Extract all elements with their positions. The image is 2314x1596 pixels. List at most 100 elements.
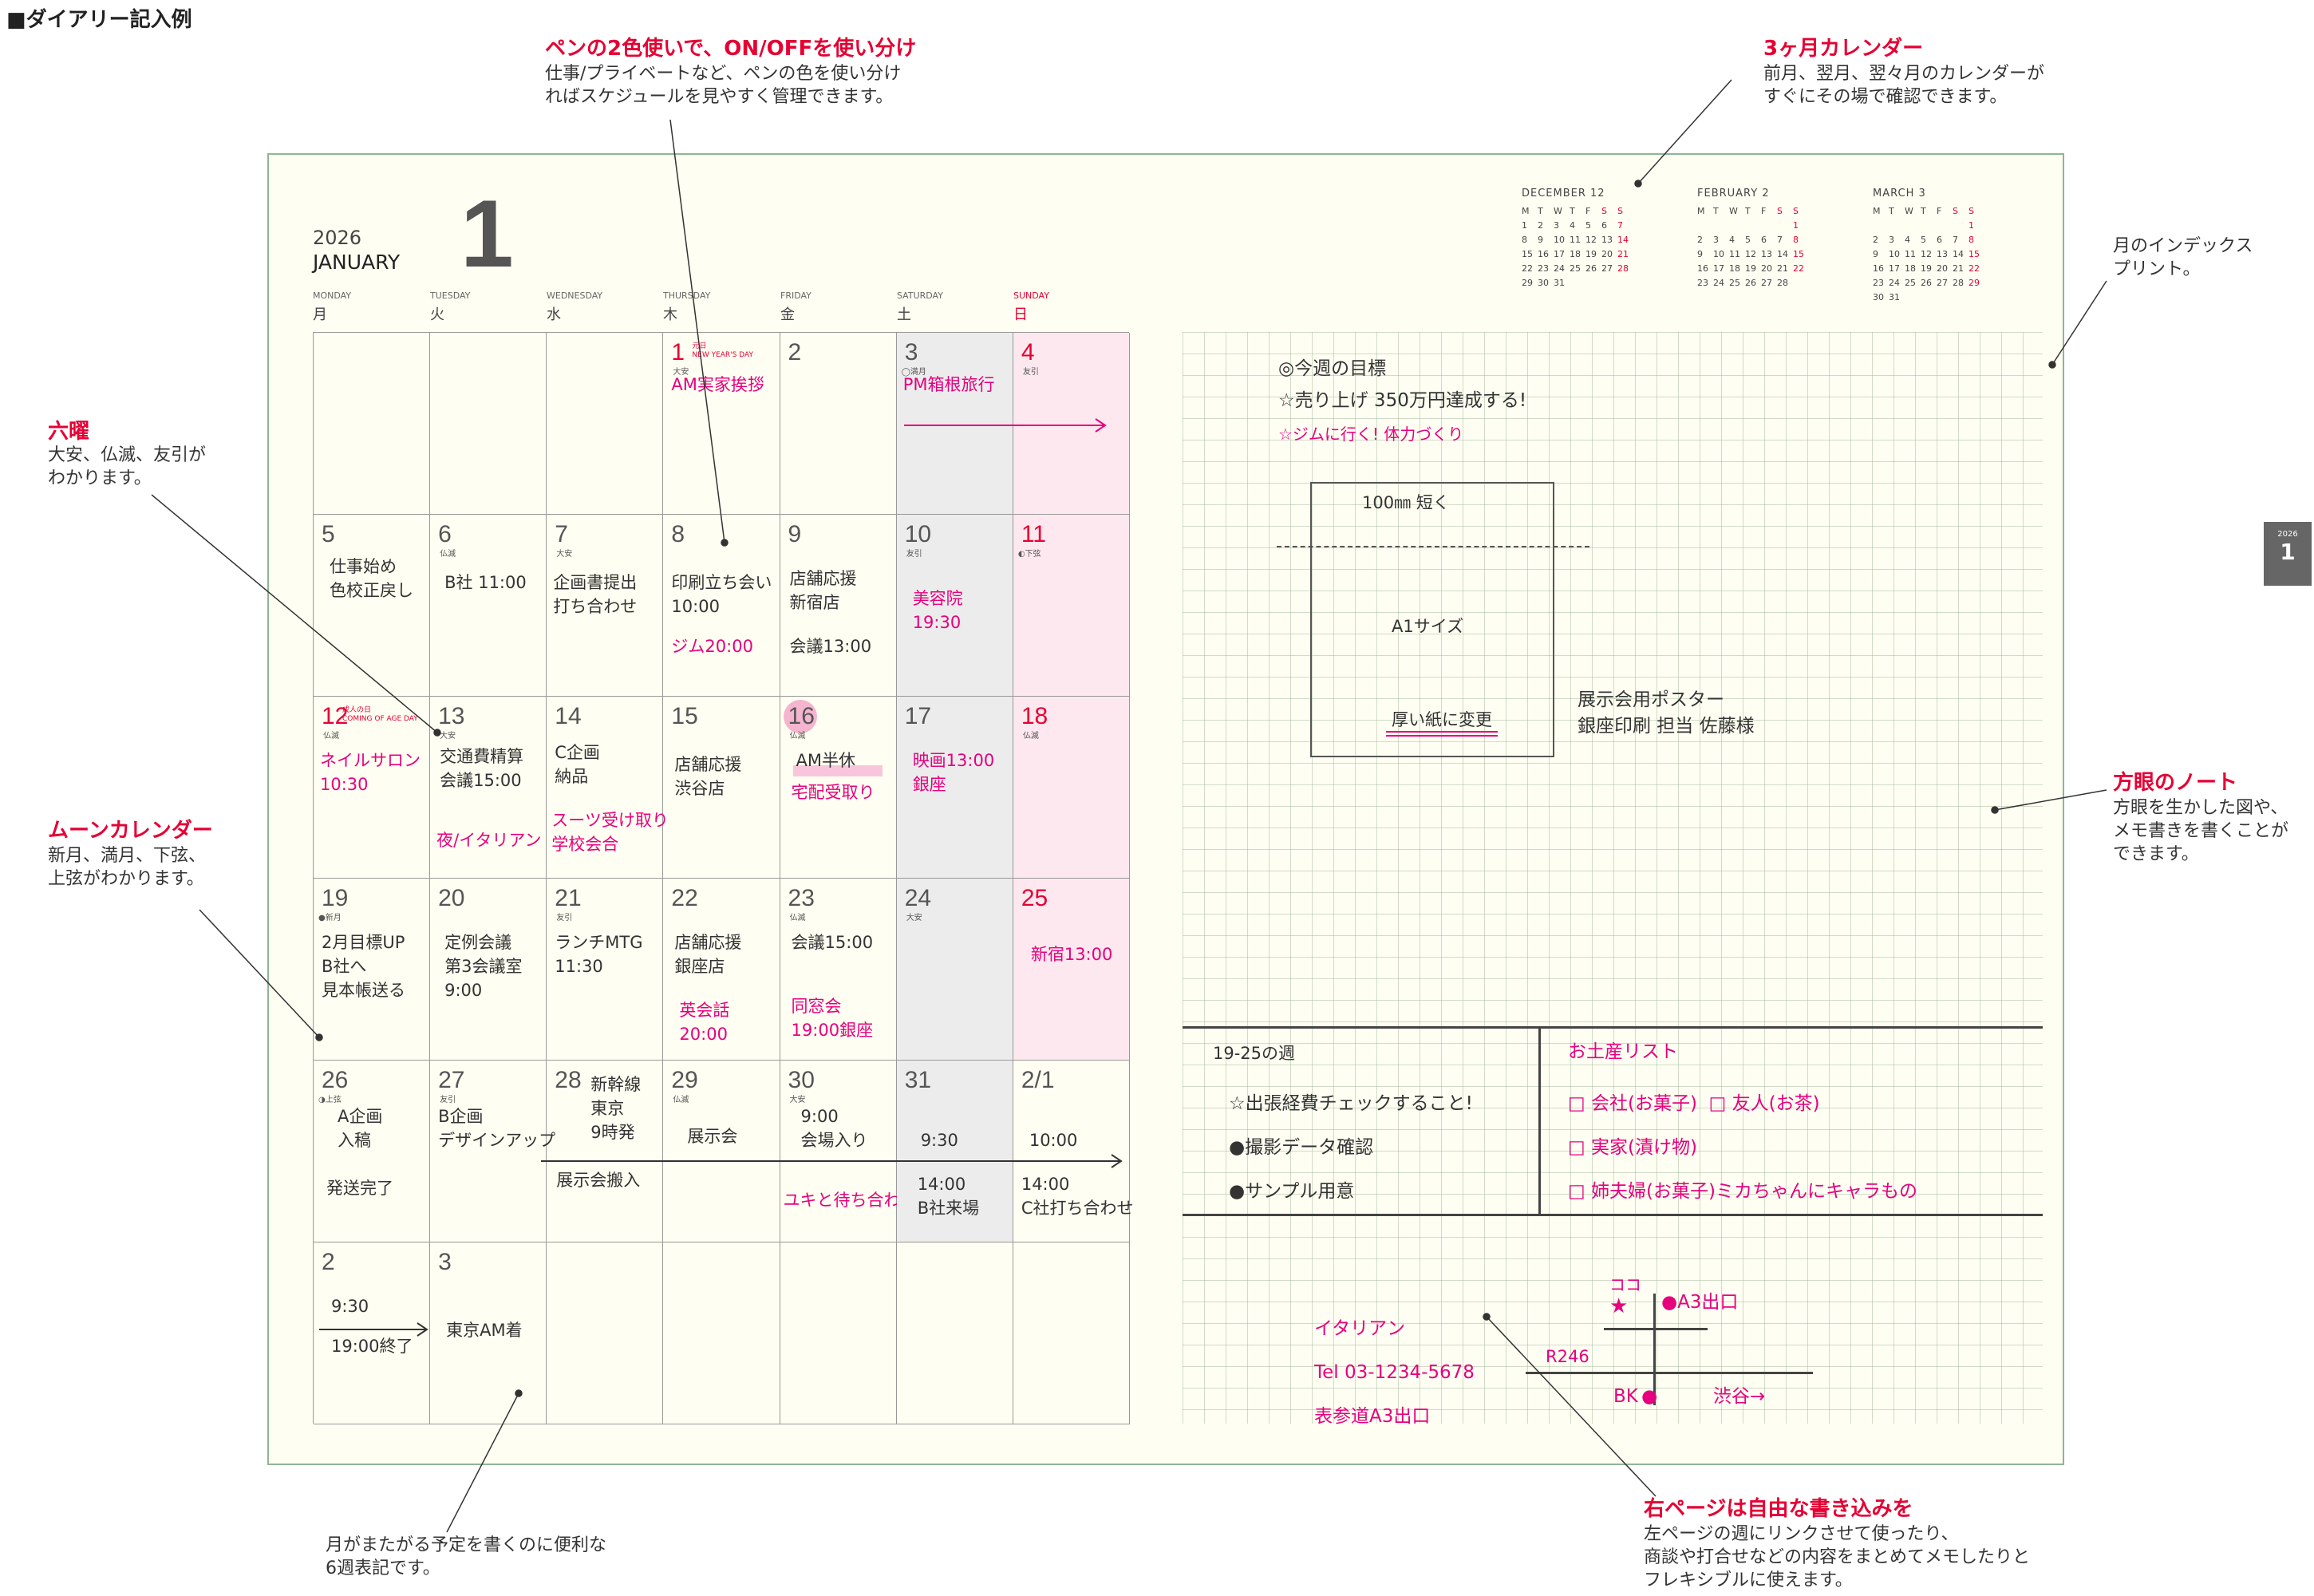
rokuyo-label: 仏滅: [789, 914, 806, 922]
day-cell[interactable]: [547, 1242, 664, 1424]
schedule-entry: 9:30: [920, 1131, 958, 1150]
day-number: 30: [788, 1067, 815, 1093]
day-cell[interactable]: 2: [780, 333, 897, 515]
schedule-entry: スーツ受け取り 学校会合: [551, 811, 669, 854]
day-number: 16: [788, 703, 815, 729]
map-road-r246: [1526, 1372, 1813, 1374]
day-cell[interactable]: [314, 333, 431, 515]
map-road-h1: [1604, 1328, 1708, 1330]
calendar-year: 2026: [313, 227, 362, 249]
day-number: 23: [788, 885, 815, 911]
calendar-month-number: 1: [460, 180, 514, 287]
souvenir-items: □ 会社(お菓子) □ 友人(お茶) □ 実家(漬け物) □ 姉夫婦(お菓子)ミ…: [1568, 1093, 1917, 1202]
page-title: ■ダイアリー記入例: [6, 8, 192, 32]
map-bk-dot-icon: ●: [1641, 1386, 1658, 1407]
poster-sketch-box: [1310, 482, 1554, 757]
day-cell[interactable]: [896, 1242, 1013, 1424]
cut-line: [1277, 546, 1589, 547]
rokuyo-label: 仏滅: [673, 1096, 689, 1104]
schedule-entry: ネイルサロン 10:30: [320, 751, 421, 794]
souvenir-title: お土産リスト: [1568, 1041, 1678, 1062]
schedule-entry: 店舗応援 銀座店: [674, 933, 742, 976]
week-section-divider: [1538, 1026, 1541, 1214]
rokuyo-label: 友引: [556, 914, 573, 922]
annotation-sixweeks-desc: 月がまたがる予定を書くのに便利な 6週表記です。: [326, 1535, 607, 1578]
day-cell[interactable]: [1013, 1242, 1130, 1424]
day-cell[interactable]: [663, 1242, 780, 1424]
holiday-label: 元日 NEW YEAR'S DAY: [692, 342, 753, 359]
day-cell[interactable]: 11◐下弦: [1013, 515, 1130, 697]
schedule-entry: 会議15:00: [791, 933, 874, 952]
schedule-entry: 発送完了: [326, 1179, 393, 1198]
schedule-entry: 新幹線 東京 9時発: [590, 1075, 642, 1142]
day-number: 14: [555, 703, 582, 729]
day-number: 1: [671, 339, 685, 365]
annotation-grid-title: 方眼のノート: [2113, 771, 2238, 795]
day-cell[interactable]: [430, 333, 547, 515]
today-highlight: [783, 700, 817, 733]
rokuyo-label: 友引: [906, 550, 922, 559]
day-number: 9: [788, 521, 802, 547]
goal-title: ◎今週の目標: [1278, 358, 1387, 379]
annotation-grid-desc: 方眼を生かした図や、 メモ書きを書くことが できます。: [2113, 798, 2289, 864]
day-number: 25: [1021, 885, 1048, 911]
box-short-label: 100㎜ 短く: [1362, 493, 1450, 512]
schedule-entry: 2月目標UP B社へ 見本帳送る: [322, 933, 405, 1000]
day-number: 7: [555, 521, 568, 547]
goal-1: ☆売り上げ 350万円達成する!: [1278, 390, 1527, 411]
moon-phase-icon: ◐下弦: [1017, 550, 1041, 559]
schedule-entry: ランチMTG 11:30: [555, 933, 643, 976]
day-number: 2: [788, 339, 802, 365]
day-number: 27: [438, 1067, 465, 1093]
day-cell[interactable]: [780, 1242, 897, 1424]
schedule-entry: 展示会搬入: [556, 1171, 641, 1190]
month-index-tab[interactable]: 2026 1: [2264, 522, 2312, 586]
schedule-entry: 定例会議 第3会議室 9:00: [444, 933, 523, 1000]
poster-note: 展示会用ポスター 銀座印刷 担当 佐藤様: [1578, 689, 1755, 737]
annotation-moon-desc: 新月、満月、下弦、 上弦がわかります。: [48, 846, 207, 889]
day-cell[interactable]: [547, 333, 664, 515]
moon-phase-icon: ◯満月: [901, 368, 926, 377]
holiday-label: 成人の日 COMING OF AGE DAY: [342, 706, 418, 723]
week-label: 19-25の週: [1213, 1044, 1296, 1063]
schedule-entry: 展示会: [687, 1127, 738, 1146]
rokuyo-label: 大安: [789, 1096, 806, 1104]
day-number: 19: [322, 885, 349, 911]
schedule-entry: 英会話 20:00: [679, 1001, 730, 1044]
annotation-rightpage-desc: 左ページの週にリンクさせて使ったり、 商談や打合せなどの内容をまとめてメモしたり…: [1644, 1524, 2031, 1590]
schedule-entry: 14:00 C社打ち合わせ: [1021, 1175, 1134, 1218]
